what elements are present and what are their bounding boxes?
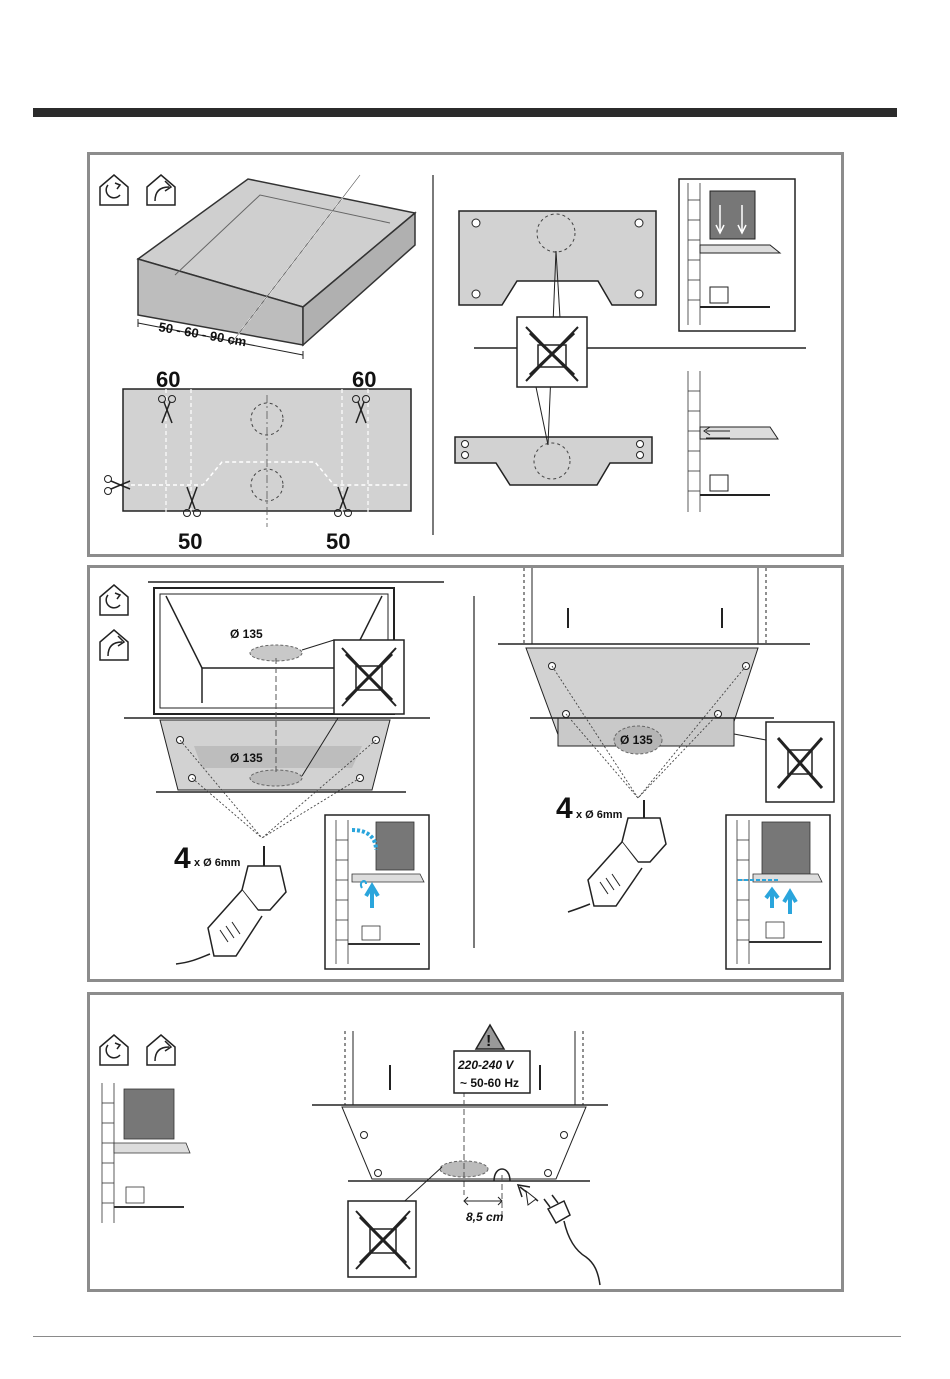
drill-count-label: 4 (556, 792, 573, 825)
kitchen-scene (102, 1083, 190, 1223)
diameter-label-bottom: Ø 135 (230, 751, 263, 765)
ducted-mode-icon (100, 585, 128, 615)
template-positioning-illustration (455, 179, 806, 512)
cut-label-top-left: 60 (156, 367, 180, 392)
diameter-label-top: Ø 135 (230, 627, 263, 641)
cut-label-bottom-right: 50 (326, 529, 350, 554)
plug-icon (544, 1195, 600, 1285)
flat-template: 60 60 50 50 (105, 367, 412, 554)
distance-label: 8,5 cm (466, 1210, 504, 1224)
panel-template-cutting: 50 - 60 - 90 cm 60 60 50 50 (87, 152, 844, 557)
hood-drilling-illustration: Ø 135 (498, 568, 834, 802)
warning-triangle-icon: ! (476, 1025, 504, 1050)
template-sheet-illustration: 50 - 60 - 90 cm (138, 175, 415, 359)
drill-count-label: 4 (174, 842, 191, 875)
recirculation-mode-icon (147, 175, 175, 205)
cut-label-bottom-left: 50 (178, 529, 202, 554)
panel-ducted-installation: Ø 135 Ø 135 4 x Ø 6mm (87, 565, 844, 982)
cut-label-top-right: 60 (352, 367, 376, 392)
recirculation-mode-icon (147, 1035, 175, 1065)
voltage-label: 220-240 V (457, 1058, 514, 1072)
ducted-mode-icon (100, 175, 128, 205)
header-rule (33, 108, 897, 117)
diameter-label: Ø 135 (620, 733, 653, 747)
panel-electrical-connection: 8,5 cm ! 220-240 V ~ 50-60 Hz (87, 992, 844, 1292)
drill-spec-label: x Ø 6mm (194, 857, 241, 869)
recirculation-mode-icon (100, 630, 128, 660)
cabinet-drilling-illustration: Ø 135 Ø 135 (124, 582, 444, 838)
footer-rule (33, 1336, 901, 1337)
ducted-mode-icon (100, 1035, 128, 1065)
hood-outlet-illustration: 8,5 cm ! 220-240 V ~ 50-60 Hz (312, 1025, 608, 1285)
drill-spec-label: x Ø 6mm (576, 809, 623, 821)
svg-text:!: ! (486, 1033, 491, 1050)
frequency-label: ~ 50-60 Hz (460, 1076, 519, 1090)
